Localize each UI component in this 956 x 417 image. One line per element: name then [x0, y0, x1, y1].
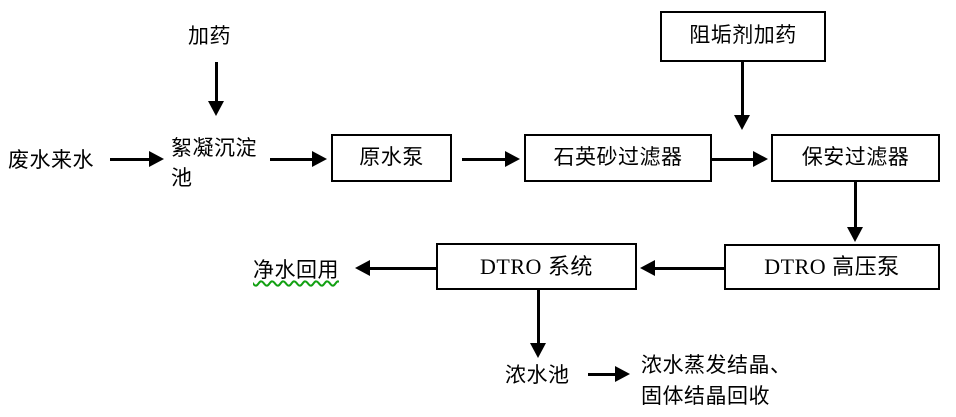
connector-security-filter-to-hp-pump — [854, 182, 857, 230]
connector-tank-to-raw-water-pump — [270, 158, 314, 161]
arrowhead-dtro-system-to-concentrate-tank — [530, 343, 546, 358]
label-wastewater-inflow: 废水来水 — [8, 149, 94, 172]
label-concentrate-tank: 浓水池 — [505, 364, 570, 387]
arrowhead-security-filter-to-hp-pump — [847, 227, 863, 242]
connector-antiscalant-to-security-filter — [741, 62, 744, 120]
label-coagulation-sedimentation-tank: 絮凝沉淀池 — [171, 137, 257, 191]
box-antiscalant-dosing[interactable]: 阻垢剂加药 — [660, 11, 826, 62]
box-dtro-system[interactable]: DTRO 系统 — [436, 243, 637, 290]
connector-dtro-system-to-concentrate-tank — [537, 290, 540, 346]
box-dtro-high-pressure-pump[interactable]: DTRO 高压泵 — [724, 244, 940, 290]
box-quartz-sand-filter[interactable]: 石英砂过滤器 — [524, 134, 712, 182]
arrowhead-quartz-filter-to-security-filter — [753, 151, 768, 167]
box-security-filter[interactable]: 保安过滤器 — [771, 134, 940, 182]
arrowhead-dtro-system-to-clean-water-reuse — [355, 260, 370, 276]
arrowhead-concentrate-tank-to-evaporation — [615, 366, 630, 382]
label-concentrate-evaporation: 浓水蒸发结晶、 — [641, 354, 792, 377]
label-solid-crystal-recovery: 固体结晶回收 — [641, 385, 770, 408]
arrowhead-hp-pump-to-dtro-system — [640, 260, 655, 276]
connector-dosing-to-tank — [215, 62, 218, 106]
arrowhead-inflow-to-tank — [149, 151, 164, 167]
connector-hp-pump-to-dtro-system — [655, 267, 724, 270]
box-raw-water-pump[interactable]: 原水泵 — [331, 134, 452, 182]
connector-inflow-to-tank — [110, 158, 152, 161]
connector-quartz-filter-to-security-filter — [712, 158, 755, 161]
arrowhead-tank-to-raw-water-pump — [312, 151, 327, 167]
label-clean-water-reuse: 净水回用 — [253, 259, 339, 282]
arrowhead-antiscalant-to-security-filter — [734, 115, 750, 130]
arrowhead-dosing-to-tank — [208, 101, 224, 116]
connector-concentrate-tank-to-evaporation — [588, 373, 618, 376]
connector-dtro-system-to-clean-water-reuse — [368, 267, 438, 270]
arrowhead-raw-water-pump-to-quartz-filter — [505, 151, 520, 167]
label-dosing: 加药 — [188, 25, 231, 48]
connector-raw-water-pump-to-quartz-filter — [462, 158, 507, 161]
